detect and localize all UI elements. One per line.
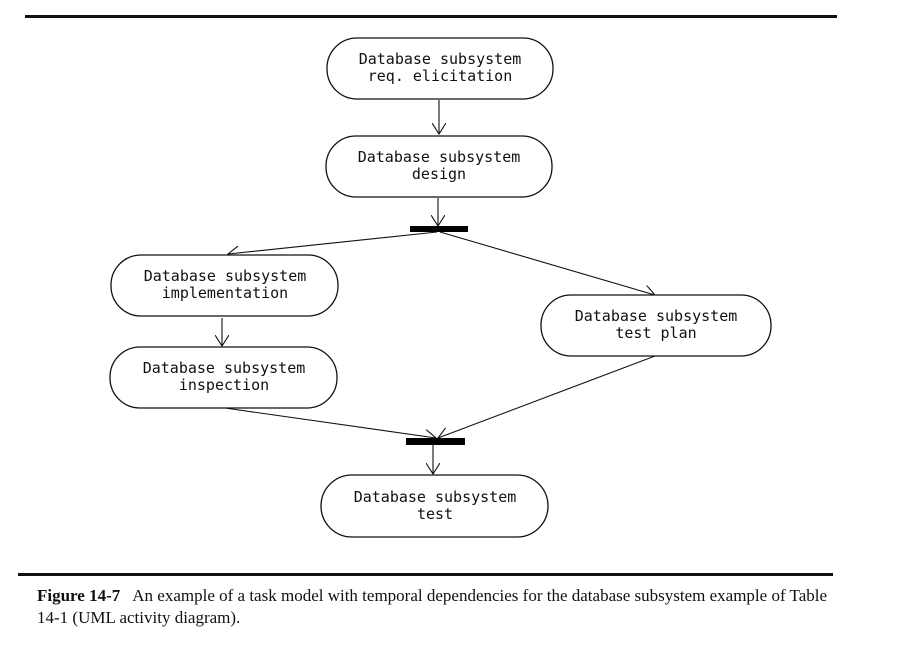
activity-diagram: Database subsystem req. elicitation Data… <box>109 37 772 538</box>
bottom-rule <box>18 573 833 576</box>
node-line: implementation <box>162 284 288 302</box>
node-line: test plan <box>615 324 696 342</box>
join-bar <box>406 438 465 445</box>
figure-label: Figure 14-7 <box>37 586 121 605</box>
fork-bar <box>410 226 468 232</box>
node-line: Database subsystem <box>354 488 517 506</box>
activity-design: Database subsystem design <box>325 135 553 198</box>
node-line: Database subsystem <box>143 359 306 377</box>
activity-implementation: Database subsystem implementation <box>110 254 339 317</box>
node-line: design <box>412 165 466 183</box>
activity-req-elicitation: Database subsystem req. elicitation <box>326 37 554 100</box>
edge-testplan-to-join <box>438 355 656 438</box>
node-line: Database subsystem <box>575 307 738 325</box>
node-line: Database subsystem <box>144 267 307 285</box>
top-rule <box>25 15 837 18</box>
node-line: req. elicitation <box>368 67 513 85</box>
caption-text: An example of a task model with temporal… <box>37 586 828 627</box>
node-line: test <box>417 505 453 523</box>
activity-test-plan: Database subsystem test plan <box>540 294 772 357</box>
edge-fork-to-impl <box>228 231 438 254</box>
edge-fork-to-testplan <box>439 231 655 295</box>
activity-test: Database subsystem test <box>320 474 549 538</box>
node-line: Database subsystem <box>358 148 521 166</box>
node-line: Database subsystem <box>359 50 522 68</box>
activity-inspection: Database subsystem inspection <box>109 346 338 409</box>
edge-inspection-to-join <box>224 407 436 438</box>
node-line: inspection <box>179 376 269 394</box>
